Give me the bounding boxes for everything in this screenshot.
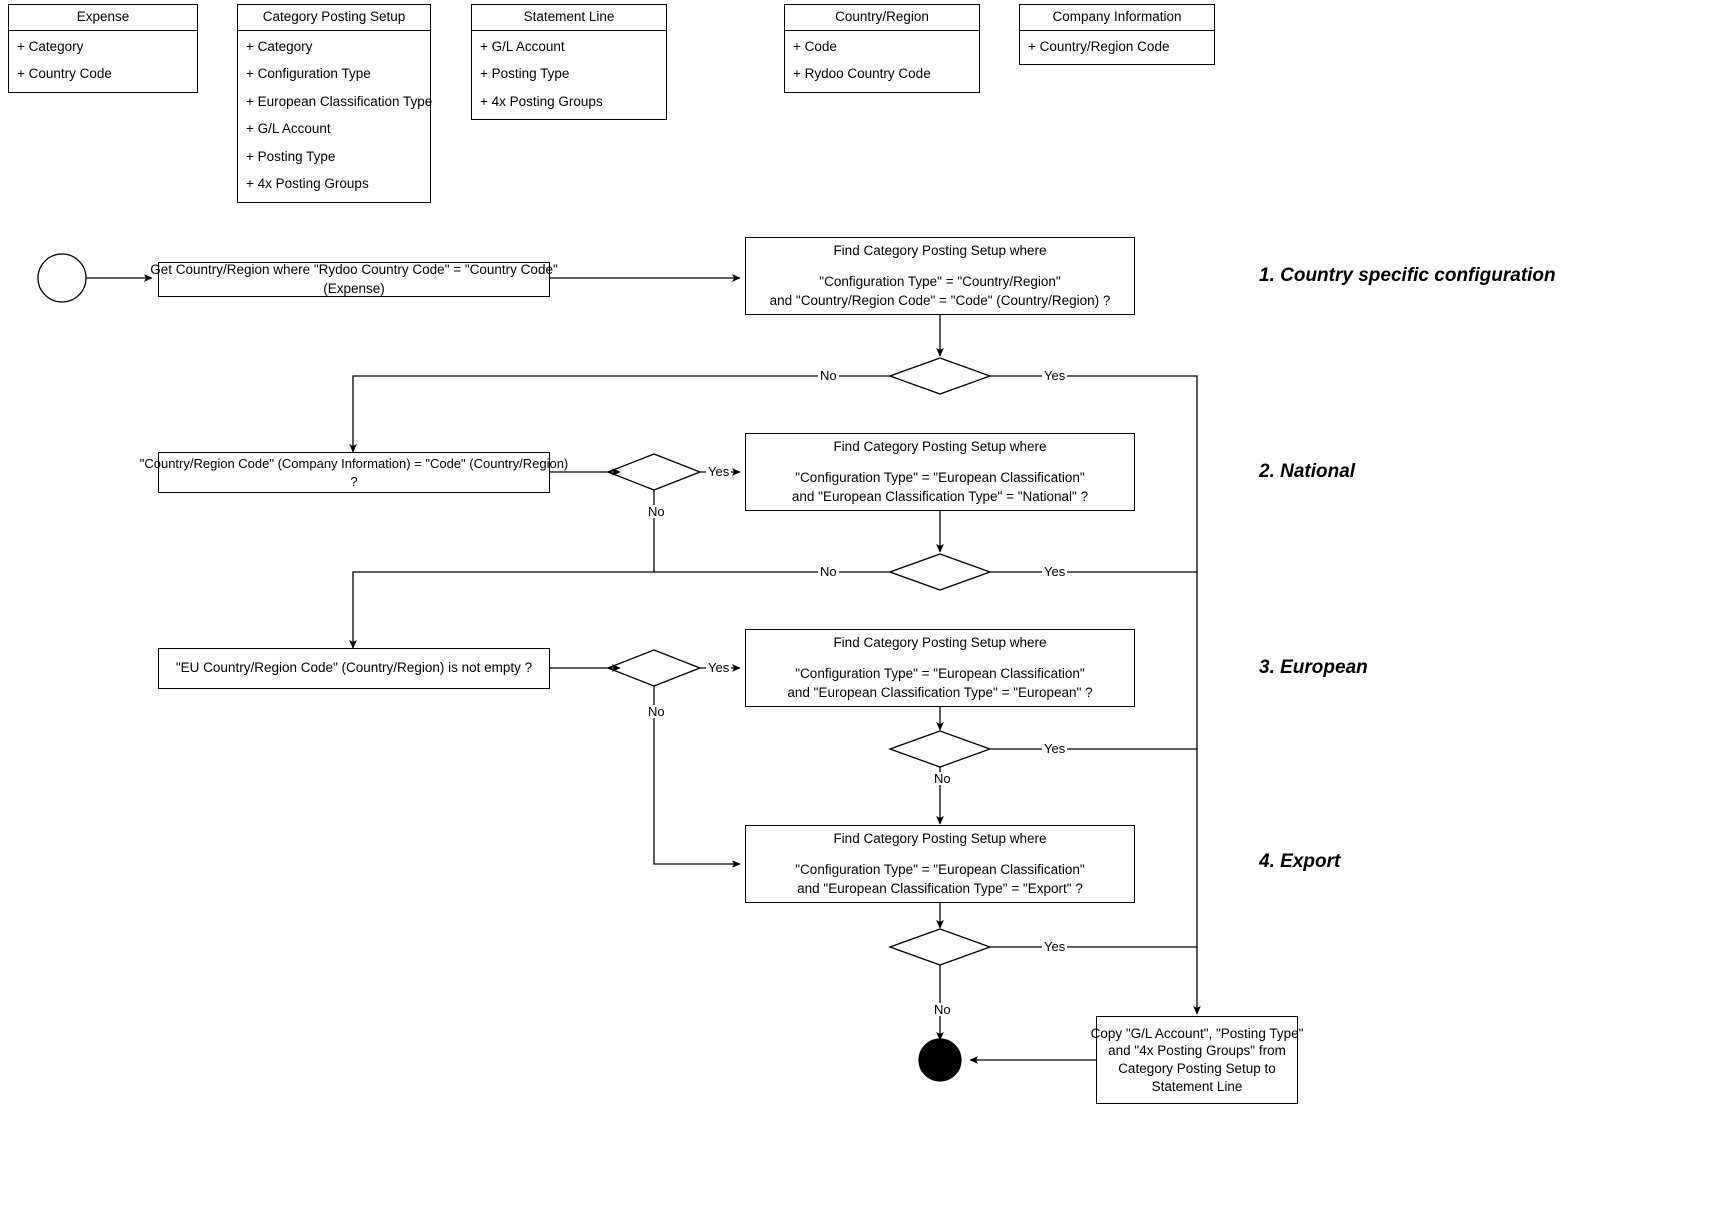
- uml-attribute: + G/L Account: [246, 121, 331, 137]
- edge-label-d3-no: No: [818, 564, 839, 579]
- uml-class-attributes: + G/L Account + Posting Type + 4x Postin…: [472, 31, 666, 120]
- uml-attribute: + Country/Region Code: [1028, 38, 1170, 54]
- node-line: "Configuration Type" = "European Classif…: [795, 862, 1085, 878]
- node-header: Find Category Posting Setup where: [833, 635, 1047, 651]
- edge-label-d1-yes: Yes: [1042, 368, 1068, 383]
- node-header: Find Category Posting Setup where: [833, 243, 1047, 259]
- uml-class-title: Category Posting Setup: [238, 5, 430, 31]
- node-line: and "European Classification Type" = "Eu…: [787, 684, 1093, 700]
- node-line: Statement Line: [1151, 1078, 1243, 1094]
- phase-label-4: 4. Export: [1259, 851, 1341, 872]
- edge-label-d1-no: No: [818, 368, 839, 383]
- edge-label-d3-yes: Yes: [1042, 564, 1068, 579]
- decision-diamond-2: [606, 453, 702, 491]
- decision-diamond-1: [888, 357, 992, 395]
- uml-class-title: Expense: [9, 5, 197, 31]
- uml-attribute: + 4x Posting Groups: [480, 93, 603, 109]
- node-line: and "4x Posting Groups" from: [1108, 1043, 1286, 1059]
- phase-label-3: 3. European: [1259, 657, 1368, 678]
- node-line: ?: [350, 473, 358, 489]
- uml-attribute: + Category: [246, 38, 313, 54]
- node-header: Find Category Posting Setup where: [833, 831, 1047, 847]
- edge-d4-no: [653, 686, 741, 868]
- node-find-country-region-setup[interactable]: Find Category Posting Setup where "Confi…: [745, 237, 1135, 315]
- node-line: "Configuration Type" = "Country/Region": [819, 274, 1061, 290]
- uml-attribute: + Country Code: [17, 66, 112, 82]
- node-copy-fields-to-statement-line[interactable]: Copy "G/L Account", "Posting Type" and "…: [1091, 1016, 1303, 1104]
- uml-class-category-posting-setup: Category Posting Setup + Category + Conf…: [237, 4, 433, 203]
- node-find-national-setup[interactable]: Find Category Posting Setup where "Confi…: [745, 433, 1135, 511]
- node-line: Category Posting Setup to: [1118, 1061, 1276, 1076]
- uml-class-country-region: Country/Region + Code + Rydoo Country Co…: [784, 4, 980, 93]
- uml-class-attributes: + Category + Country Code: [9, 31, 197, 92]
- node-get-country-region[interactable]: Get Country/Region where "Rydoo Country …: [150, 262, 558, 297]
- node-line: "Configuration Type" = "European Classif…: [795, 470, 1085, 486]
- phase-label-1: 1. Country specific configuration: [1259, 265, 1556, 286]
- uml-class-company-information: Company Information + Country/Region Cod…: [1019, 4, 1215, 66]
- node-eu-country-code-check[interactable]: "EU Country/Region Code" (Country/Region…: [158, 648, 550, 689]
- node-line: (Expense): [323, 280, 385, 296]
- edge-label-d5-yes: Yes: [1042, 741, 1068, 756]
- node-find-european-setup[interactable]: Find Category Posting Setup where "Confi…: [745, 629, 1135, 707]
- node-company-information-check[interactable]: "Country/Region Code" (Company Informati…: [140, 452, 568, 493]
- node-line: Get Country/Region where "Rydoo Country …: [150, 262, 558, 278]
- node-line: and "European Classification Type" = "Ex…: [797, 880, 1083, 896]
- uml-class-title: Statement Line: [472, 5, 666, 31]
- node-header: Find Category Posting Setup where: [833, 439, 1047, 455]
- node-find-export-setup[interactable]: Find Category Posting Setup where "Confi…: [745, 825, 1135, 903]
- decision-diamond-4: [606, 649, 702, 687]
- node-line: and "European Classification Type" = "Na…: [791, 488, 1089, 504]
- uml-attribute: + 4x Posting Groups: [246, 176, 369, 192]
- edge-label-d5-no: No: [932, 771, 953, 786]
- node-line: "Configuration Type" = "European Classif…: [795, 666, 1085, 682]
- uml-class-attributes: + Country/Region Code: [1020, 31, 1214, 65]
- uml-attribute: + Posting Type: [246, 148, 336, 164]
- edge-label-d2-no: No: [646, 504, 667, 519]
- node-line: and "Country/Region Code" = "Code" (Coun…: [769, 292, 1111, 308]
- end-node: [918, 1038, 962, 1082]
- uml-attribute: + European Classification Type: [246, 93, 433, 109]
- uml-attribute: + Code: [793, 38, 837, 54]
- node-line: Copy "G/L Account", "Posting Type": [1090, 1025, 1304, 1041]
- edge-label-d4-no: No: [646, 704, 667, 719]
- node-line: "EU Country/Region Code" (Country/Region…: [175, 660, 533, 676]
- node-line: "Country/Region Code" (Company Informati…: [139, 455, 569, 471]
- edge-label-d2-yes: Yes: [706, 464, 732, 479]
- phase-label-2: 2. National: [1259, 461, 1356, 482]
- decision-diamond-3: [888, 553, 992, 591]
- uml-class-title: Company Information: [1020, 5, 1214, 31]
- edge-label-d6-yes: Yes: [1042, 939, 1068, 954]
- uml-class-attributes: + Category + Configuration Type + Europe…: [238, 31, 433, 202]
- edge-label-d4-yes: Yes: [706, 660, 732, 675]
- uml-class-title: Country/Region: [785, 5, 979, 31]
- uml-class-attributes: + Code + Rydoo Country Code: [785, 31, 979, 92]
- decision-diamond-5: [888, 730, 992, 768]
- edge-label-d6-no: No: [932, 1002, 953, 1017]
- uml-attribute: + Configuration Type: [246, 66, 371, 82]
- start-node: [37, 253, 87, 303]
- uml-attribute: + Category: [17, 38, 84, 54]
- uml-attribute: + G/L Account: [480, 38, 565, 54]
- uml-attribute: + Rydoo Country Code: [793, 66, 931, 82]
- uml-attribute: + Posting Type: [480, 66, 570, 82]
- edge-d1-no: [349, 375, 890, 453]
- uml-class-statement-line: Statement Line + G/L Account + Posting T…: [471, 4, 667, 121]
- edge-d3-no: [349, 571, 890, 649]
- decision-diamond-6: [888, 928, 992, 966]
- uml-class-expense: Expense + Category + Country Code: [8, 4, 198, 93]
